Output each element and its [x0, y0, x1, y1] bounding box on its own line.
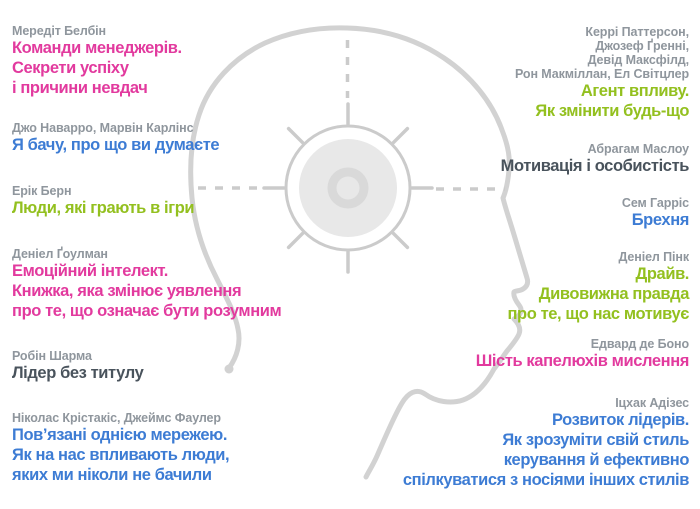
book-author-line: Робін Шарма: [12, 349, 92, 363]
book-author-line: Джозеф Ґренні,: [595, 39, 689, 53]
book-title-line: Шість капелюхів мислення: [475, 352, 690, 370]
book-author-line: Деніел Ґоулман: [12, 247, 108, 261]
book-author-line: Рон Макміллан, Ел Світцлер: [514, 67, 689, 81]
book-title-line: Мотивація і особистість: [500, 157, 690, 175]
book-author-line: Сем Гарріс: [621, 196, 689, 210]
jawline-end-dot: [224, 364, 234, 374]
idea-sun-icon: [262, 102, 434, 274]
book-title-line: Дивовижна правда: [538, 285, 690, 303]
book-author-line: Ерік Берн: [12, 184, 72, 198]
book-title-line: Емоційний інтелект.: [12, 262, 168, 280]
book-author-line: Керрі Паттерсон,: [585, 25, 689, 39]
book-title-line: спілкуватися з носіями інших стилів: [402, 471, 690, 489]
book-title-line: Лідер без титулу: [12, 364, 144, 382]
book-title-line: Драйв.: [635, 265, 690, 283]
book-author-line: Мередіт Белбін: [12, 24, 107, 38]
book-author-line: Джо Наварро, Марвін Карлінс: [12, 121, 194, 135]
head-outline: [188, 25, 531, 480]
dashed-guides: [198, 40, 505, 191]
book-title-line: Я бачу, про що ви думаєте: [12, 136, 220, 154]
book-author-line: Іцхак Адізес: [615, 396, 689, 410]
book-title-line: Люди, які грають в ігри: [12, 199, 195, 217]
book-title-line: Як на нас впливають люди,: [12, 446, 230, 464]
book-title-line: Секрети успіху: [12, 59, 129, 77]
book-title-line: Як змінити будь-що: [535, 102, 689, 120]
book-author-line: Ніколас Крістакіс, Джеймс Фаулер: [12, 411, 221, 425]
book-author-line: Деніел Пінк: [618, 250, 689, 264]
book-author-line: Девід Максфілд,: [587, 53, 690, 67]
book-title-line: Команди менеджерів.: [12, 39, 182, 57]
book-title-line: Розвиток лідерів.: [551, 411, 689, 429]
book-author-line: Едвард де Боно: [590, 337, 689, 351]
book-title-line: Книжка, яка змінює уявлення: [12, 282, 242, 300]
sun-rays: [262, 102, 434, 274]
book-title-line: і причини невдач: [12, 79, 148, 97]
book-entry-patterson: Керрі Паттерсон,Джозеф Ґренні,Девід Макс…: [515, 25, 689, 121]
book-title-line: яких ми ніколи не бачили: [12, 466, 212, 484]
book-author-line: Абрагам Маслоу: [587, 142, 689, 156]
book-title-line: Агент впливу.: [580, 82, 690, 100]
book-title-line: керування й ефективно: [503, 451, 690, 469]
book-title-line: Брехня: [631, 211, 690, 229]
book-title-line: Пов’язані однією мережею.: [12, 426, 228, 444]
book-title-line: Як зрозуміти свій стиль: [502, 431, 689, 449]
book-title-line: про те, що означає бути розумним: [12, 302, 282, 320]
book-title-line: про те, що нас мотивує: [507, 305, 689, 323]
